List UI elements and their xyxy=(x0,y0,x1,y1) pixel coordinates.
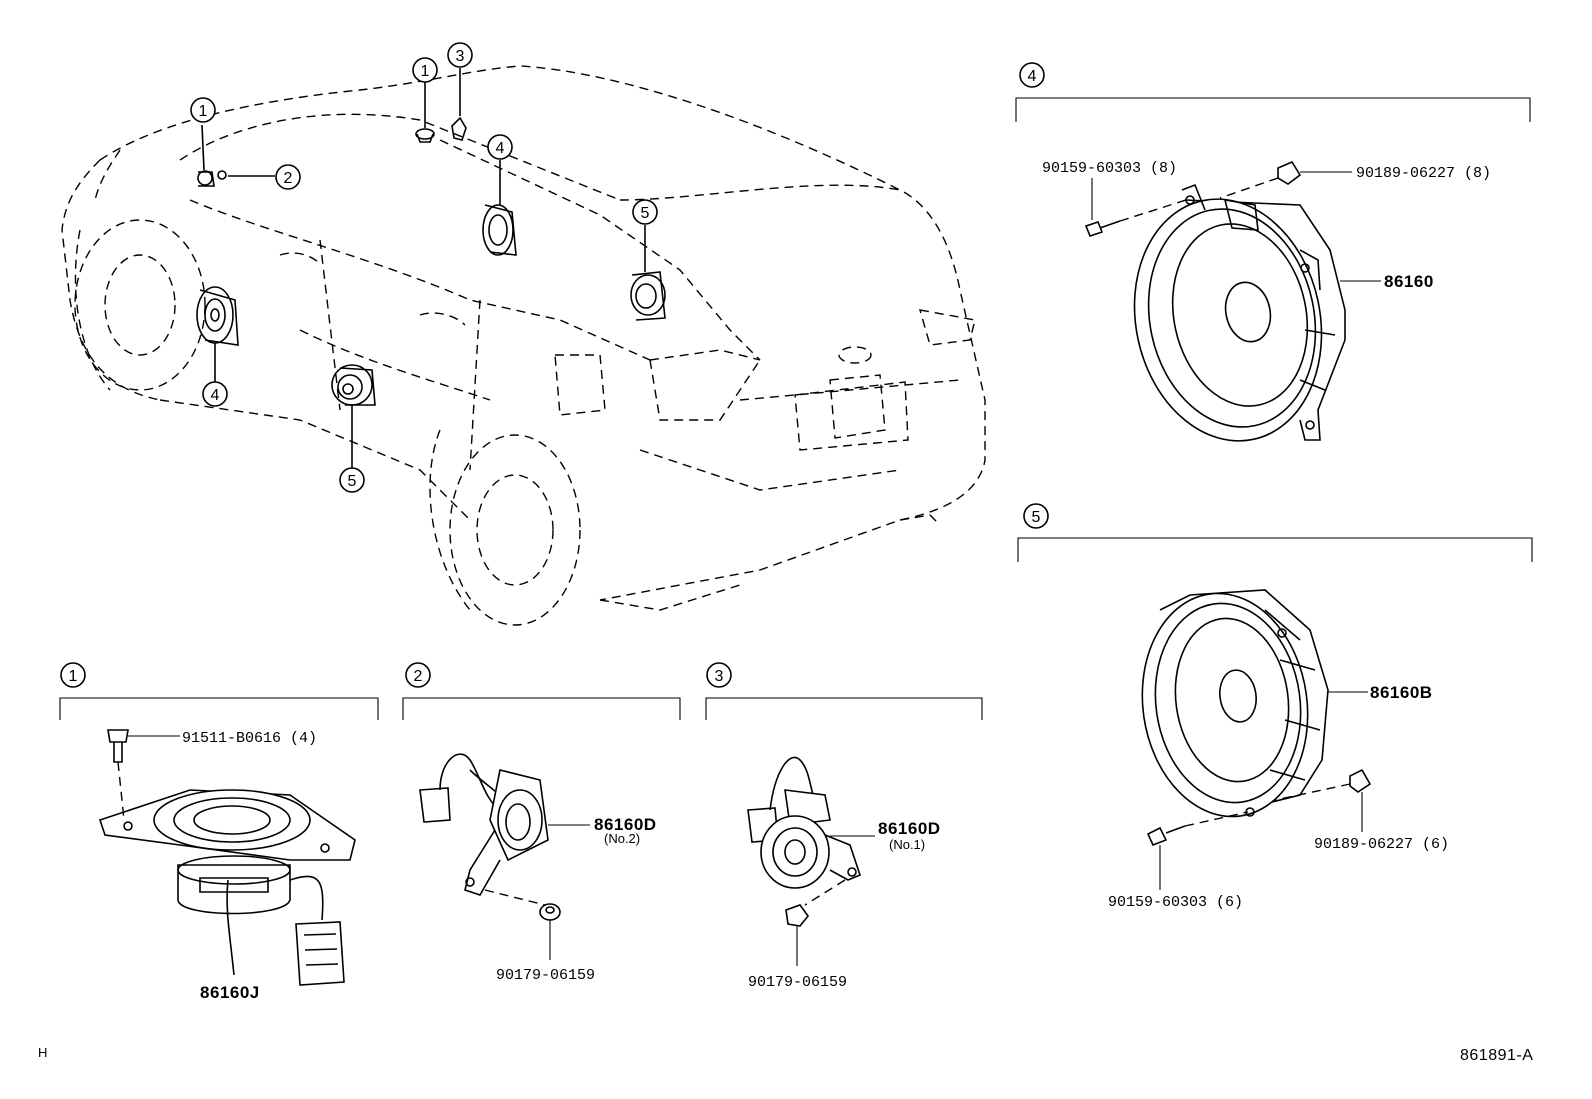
speaker-86160B-drawing xyxy=(1141,589,1372,890)
label-screw-4: 91511-B0616 (4) xyxy=(182,730,317,747)
label-nut-90179-b: 90179-06159 xyxy=(748,974,847,991)
label-86160J: 86160J xyxy=(200,983,260,1002)
label-bolt-6: 90159-60303 (6) xyxy=(1108,894,1243,911)
callout-5-front-lower: 5 xyxy=(348,473,357,490)
footer-mark: H xyxy=(38,1045,47,1060)
box-5-bracket xyxy=(1017,537,1533,562)
callout-numbers: 1 3 1 2 4 5 4 5 4 5 1 2 3 xyxy=(69,48,1041,685)
callout-3-roof: 3 xyxy=(456,48,465,65)
box-3-callout: 3 xyxy=(715,668,724,685)
callout-2-dash: 2 xyxy=(284,170,293,187)
box-1-callout: 1 xyxy=(69,668,78,685)
label-clip-nut-8: 90189-06227 (8) xyxy=(1356,165,1491,182)
label-bolt-8: 90159-60303 (8) xyxy=(1042,160,1177,177)
speaker-86160J-drawing xyxy=(98,729,356,986)
callout-1-roof: 1 xyxy=(421,63,430,80)
callout-4-front-door: 4 xyxy=(211,387,220,404)
callout-4-rear-door: 4 xyxy=(496,140,505,157)
callout-5-quarter: 5 xyxy=(641,205,650,222)
label-86160D-no1: 86160D xyxy=(878,819,941,838)
label-86160B: 86160B xyxy=(1370,683,1433,702)
tweeter-no2-drawing xyxy=(419,753,590,960)
vehicle-outline xyxy=(61,65,986,626)
box-3-bracket xyxy=(705,697,983,720)
car-speaker-icons xyxy=(196,68,666,468)
tweeter-no1-drawing xyxy=(747,756,875,966)
speaker-86160-drawing xyxy=(1084,160,1381,442)
label-no2: (No.2) xyxy=(604,831,640,846)
label-clip-nut-6: 90189-06227 (6) xyxy=(1314,836,1449,853)
box-2-bracket xyxy=(402,697,681,720)
label-86160: 86160 xyxy=(1384,272,1434,291)
label-nut-90179-a: 90179-06159 xyxy=(496,967,595,984)
box-2-callout: 2 xyxy=(414,668,423,685)
label-86160D-no2: 86160D xyxy=(594,815,657,834)
part-labels: 90159-60303 (8) 90189-06227 (8) 86160 86… xyxy=(182,160,1491,1002)
diagram-id: 861891-A xyxy=(1460,1047,1533,1064)
callout-1-dash: 1 xyxy=(199,103,208,120)
box-4-bracket xyxy=(1015,97,1531,122)
box-5-callout: 5 xyxy=(1032,509,1041,526)
label-no1: (No.1) xyxy=(889,837,925,852)
callout-circles xyxy=(60,42,1049,688)
box-4-callout: 4 xyxy=(1028,68,1037,85)
box-1-bracket xyxy=(59,697,379,720)
